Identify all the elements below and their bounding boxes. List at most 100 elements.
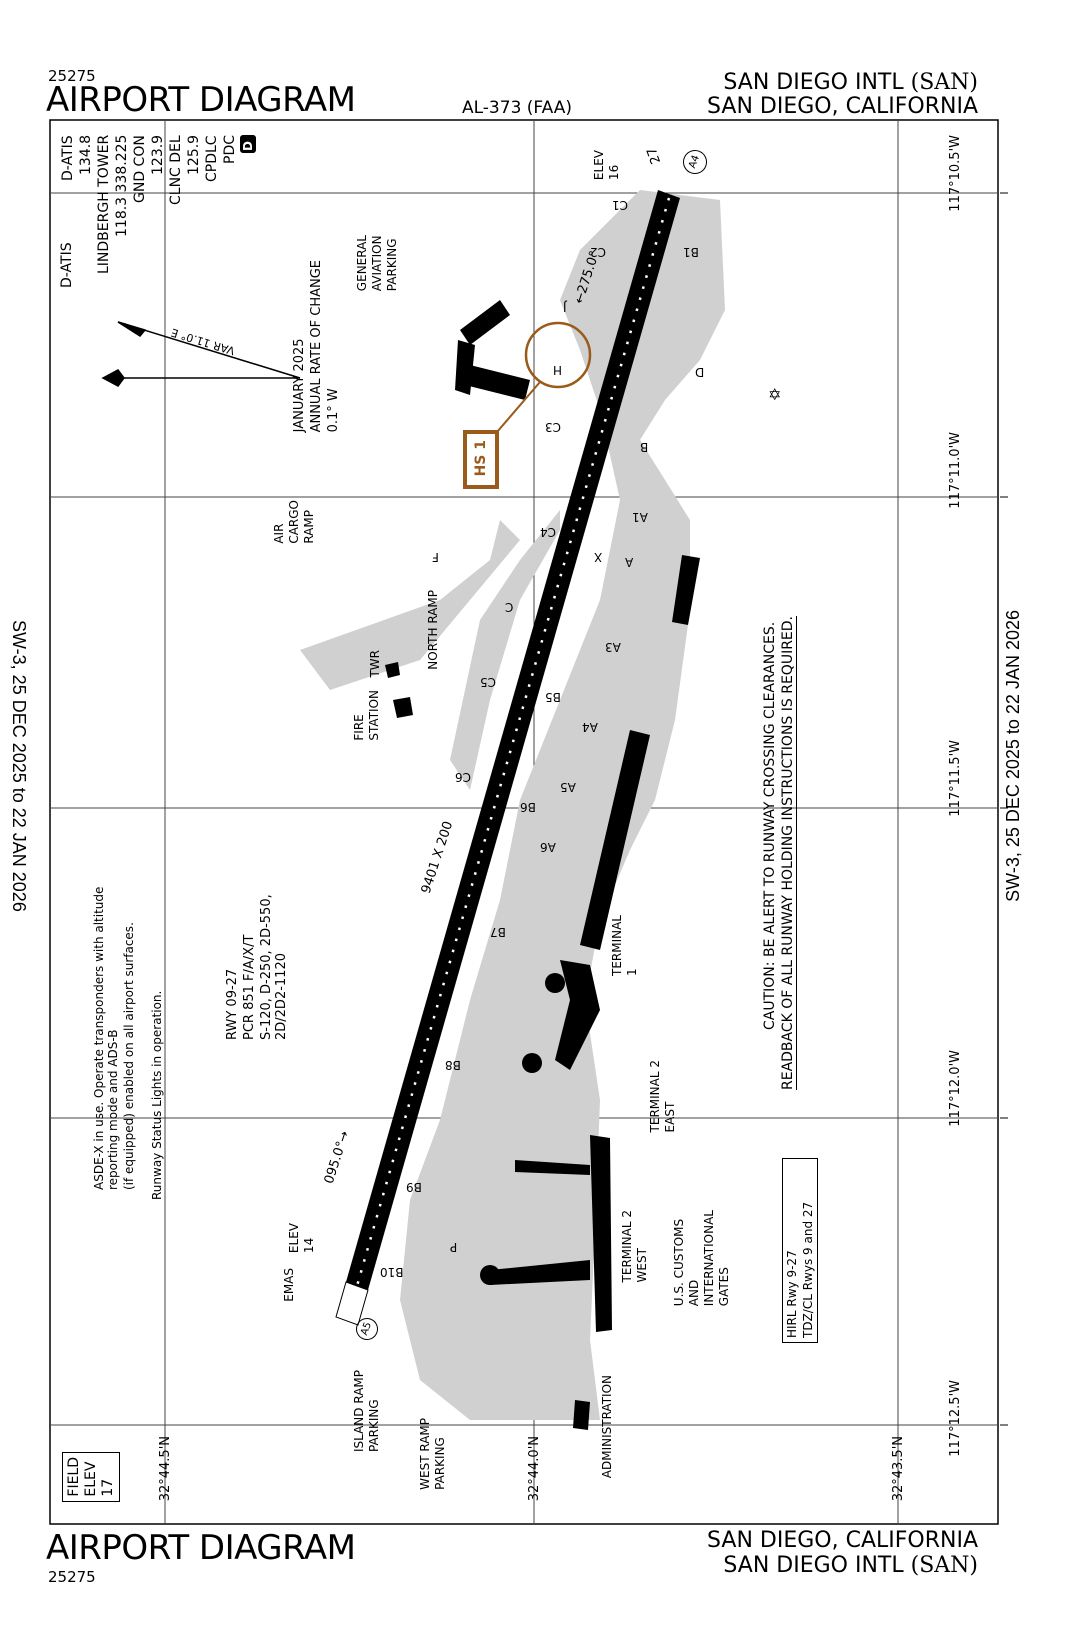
fire-label-1: FIRE: [352, 714, 366, 741]
taxiway-c3: C3: [545, 420, 562, 434]
freq-datis: D-ATIS: [60, 135, 76, 181]
cargo-label-3: RAMP: [302, 510, 316, 544]
emas-label: EMAS: [282, 1268, 296, 1302]
mag-rate-label: ANNUAL RATE OF CHANGE: [309, 260, 324, 433]
emas: [335, 1281, 369, 1326]
footer-airport-code: (SAN): [910, 1553, 978, 1578]
t2w-label-1: TERMINAL 2: [620, 1210, 634, 1283]
fire-station-label: FIRE STATION: [352, 690, 381, 741]
long-label-2: 117°11.0'W: [948, 432, 963, 509]
taxiway-b6: B6: [520, 800, 536, 814]
taxiway-d: D: [695, 365, 705, 379]
freq-tower-value: 118.3 338.225: [114, 135, 130, 238]
page-title: AIRPORT DIAGRAM: [46, 80, 356, 120]
taxiway-a4: A4: [582, 720, 598, 734]
west-label-2: PARKING: [433, 1437, 447, 1490]
hotspot-hs1: [463, 321, 592, 489]
rwy27-elev-label: ELEV: [592, 150, 606, 181]
field-elev-value: 17: [100, 1478, 116, 1497]
footer-airport-name-text: SAN DIEGO INTL: [723, 1553, 904, 1578]
ga-building: [460, 300, 510, 345]
taxiway-c4: C4: [540, 525, 557, 539]
taxiway-b10: B10: [380, 1265, 404, 1279]
fire-station-building: [393, 697, 413, 718]
customs-label-3: INTERNATIONAL: [702, 1210, 716, 1307]
freq-gnd-value: 123.9: [150, 135, 166, 176]
asde-note-1: ASDE-X in use. Operate transponders with…: [92, 886, 120, 1190]
fire-label-2: STATION: [367, 690, 381, 741]
long-label-4: 117°12.0'W: [948, 1050, 963, 1127]
taxiway-f: F: [432, 550, 439, 564]
rwy27-elev-value: 16: [607, 164, 621, 181]
airport-name: SAN DIEGO INTL (SAN): [723, 70, 978, 95]
t1-label-1: TERMINAL: [610, 915, 624, 977]
lighting-line-2: TDZ/CL Rwys 9 and 27: [801, 1201, 815, 1338]
long-label-5: 117°12.5'W: [948, 1380, 963, 1457]
rwsl-note: Runway Status Lights in operation.: [150, 990, 164, 1200]
rwy09-elev: ELEV 14: [287, 1223, 316, 1253]
t2e-label-2: EAST: [663, 1101, 677, 1133]
cargo-building: [672, 555, 700, 625]
lighting-box: HIRL Rwy 9-27 TDZ/CL Rwys 9 and 27: [782, 1158, 818, 1343]
lat-label-1: 32°44.5'N: [158, 1436, 173, 1502]
beacon-icon: ✡: [768, 385, 781, 404]
procedure-id: AL-373 (FAA): [462, 98, 573, 118]
terminal2-west-label: TERMINAL 2 WEST: [620, 1210, 649, 1282]
caution-line-2: READBACK OF ALL RUNWAY HOLDING INSTRUCTI…: [780, 615, 796, 1090]
caution-line-1: CAUTION: BE ALERT TO RUNWAY CROSSING CLE…: [762, 621, 778, 1030]
lat-label-3: 32°43.5'N: [891, 1436, 906, 1502]
city-state: SAN DIEGO, CALIFORNIA: [707, 94, 978, 119]
buildings: [385, 300, 700, 1430]
taxiway-h: H: [553, 363, 563, 377]
frequencies: D-ATIS 134.8 LINDBERGH TOWER 118.3 338.2…: [60, 135, 256, 295]
runway-pcr: PCR 851 F/A/X/T: [242, 934, 257, 1040]
runway-09-27: [335, 190, 680, 1326]
island-ramp-label: ISLAND RAMP PARKING: [352, 1370, 381, 1452]
footer-chart-number: 25275: [48, 1568, 96, 1586]
rwy09-elev-value: 14: [302, 1237, 316, 1254]
magnetic-variation-arrows: [101, 321, 301, 387]
rwy09-elev-label: ELEV: [287, 1223, 301, 1254]
magnetic-info: JANUARY 2025 ANNUAL RATE OF CHANGE 0.1° …: [292, 260, 341, 432]
runway-designation: RWY 09-27: [225, 968, 240, 1040]
freq-clnc: CLNC DEL: [168, 135, 184, 205]
customs-label: U.S. CUSTOMS AND INTERNATIONAL GATES: [672, 1210, 731, 1306]
freq-tower: LINDBERGH TOWER: [96, 135, 112, 275]
taxiway-b5: B5: [545, 690, 561, 704]
t2e-label-1: TERMINAL 2: [648, 1060, 662, 1133]
island-label-2: PARKING: [367, 1399, 381, 1453]
freq-gnd: GND CON: [132, 135, 148, 203]
rwy27-elev: ELEV 16: [592, 150, 621, 180]
long-label-1: 117°10.5'W: [948, 135, 963, 212]
footer-airport-name: SAN DIEGO INTL (SAN): [723, 1553, 978, 1578]
airport-name-text: SAN DIEGO INTL: [723, 70, 904, 95]
runway-info: RWY 09-27 PCR 851 F/A/X/T S-120, D-250, …: [225, 880, 289, 1040]
taxiway-c1: C1: [612, 198, 629, 212]
asde-note-2: (if equipped) enabled on all airport sur…: [122, 922, 136, 1190]
t2w-label-2: WEST: [635, 1248, 649, 1283]
taxiway-b9: B9: [406, 1180, 422, 1194]
taxiway-c6: C6: [455, 770, 472, 784]
mag-date: JANUARY 2025: [292, 338, 307, 433]
administration-label: ADMINISTRATION: [600, 1375, 614, 1479]
mag-rate-value: 0.1° W: [326, 388, 341, 433]
ga-label-3: PARKING: [385, 238, 399, 292]
caution-note: CAUTION: BE ALERT TO RUNWAY CROSSING CLE…: [762, 560, 796, 1090]
cargo-label-1: AIR: [272, 523, 286, 544]
ga-label-2: AVIATION: [370, 235, 384, 292]
grid-ticks: [1000, 192, 1008, 1426]
west-ramp-label: WEST RAMP PARKING: [418, 1418, 447, 1490]
cargo-label-2: CARGO: [287, 500, 301, 544]
freq-datis-value: 134.8: [78, 135, 94, 176]
freq-clnc-value: 125.9: [186, 135, 202, 176]
terminal2-east-label: TERMINAL 2 EAST: [648, 1060, 677, 1132]
ga-parking-label: GENERAL AVIATION PARKING: [355, 235, 399, 291]
t1-label-2: 1: [625, 968, 639, 977]
field-elevation-box: FIELD ELEV 17: [62, 1452, 120, 1502]
taxiway-x: X: [594, 550, 603, 564]
island-label-1: ISLAND RAMP: [352, 1370, 366, 1453]
taxiway-a6: A6: [540, 840, 556, 854]
taxiway-a5: A5: [560, 780, 576, 794]
taxiway-p: P: [450, 1240, 458, 1254]
